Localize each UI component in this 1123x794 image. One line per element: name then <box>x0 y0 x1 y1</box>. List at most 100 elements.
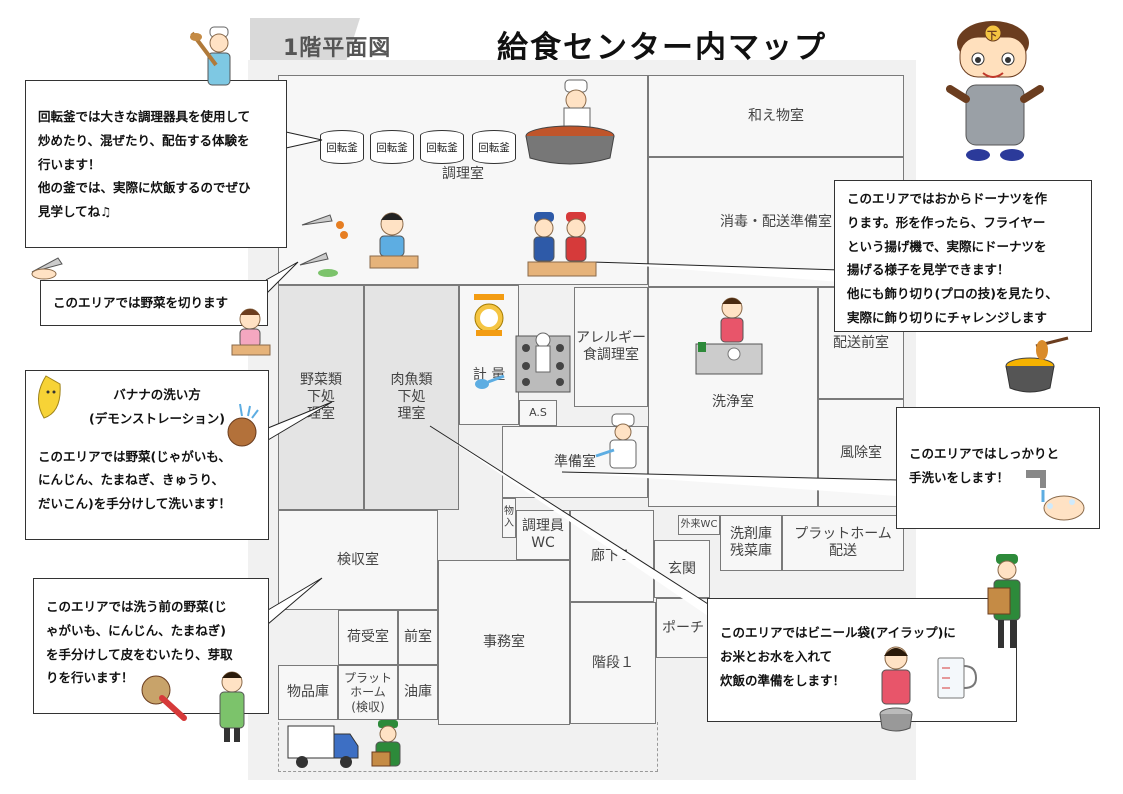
outdoor-area-outline <box>278 722 658 772</box>
room-kaidan-label: 階段１ <box>592 654 634 671</box>
knife-cutting-vegetables-illustration <box>299 214 348 277</box>
room-as-label: A.S <box>529 406 547 420</box>
callout-banana-title-1: バナナの洗い方 <box>113 387 201 402</box>
room-genkan: 玄関 <box>654 540 710 598</box>
rotary-kettle-1: 回転釜 <box>320 130 364 164</box>
room-platform-kenshu-label: プラット ホーム (検収) <box>343 670 392 714</box>
room-buppin-label: 物品庫 <box>287 684 329 701</box>
room-haisozen-label: 配送前室 <box>833 334 889 351</box>
measuring-cup-icon <box>937 657 978 699</box>
callout-kama: 回転釜では大きな調理器具を使用して 炒めたり、混ぜたり、配缶する体験を 行います… <box>25 80 287 248</box>
callout-donut-line-1: このエリアではおからドーナツを作 <box>847 191 1048 206</box>
two-cooks-illustration <box>527 212 597 277</box>
callout-cut-line-1: このエリアでは野菜を切ります <box>53 295 229 310</box>
room-fujo: 風除室 <box>818 399 904 507</box>
callout-wash: バナナの洗い方 (デモンストレーション) このエリアでは野菜(じゃがいも、 にん… <box>25 370 269 540</box>
knife-icon <box>31 257 63 280</box>
room-roka-label: 廊下１ <box>591 547 633 564</box>
room-roka: 廊下１ <box>570 510 654 602</box>
room-yuko-label: 油庫 <box>404 684 432 701</box>
room-genkan-label: 玄関 <box>668 560 696 577</box>
room-yasai-label: 野菜類 下処 理室 <box>300 372 342 422</box>
callout-banana-title-2: (デモンストレーション) <box>89 410 225 426</box>
room-platform-haiso-label: プラットホーム 配送 <box>794 526 892 559</box>
rotary-kettle-3: 回転釜 <box>420 130 464 164</box>
measuring-spoon-icon <box>475 374 505 389</box>
room-kenshu: 検収室 <box>278 510 438 610</box>
callout-rice-line-2: お米とお水を入れて <box>720 648 833 664</box>
room-zenshitsu: 前室 <box>398 610 438 665</box>
callout-donut-line-4: 揚げる様子を見学できます！ <box>847 262 1010 278</box>
water-washing-icon <box>227 403 259 447</box>
callout-peel-line-2: ゃがいも、にんじん、たまねぎ) <box>46 622 226 638</box>
callout-wash-line-3: だいこん)を手分けして洗います！ <box>38 496 231 511</box>
room-zenshitsu-label: 前室 <box>404 629 432 646</box>
room-allergy: アレルギー 食調理室 <box>574 287 648 407</box>
delivery-truck-illustration <box>287 725 359 768</box>
callout-donut-line-6: 実際に飾り切りにチャレンジします <box>847 309 1047 325</box>
room-yasai: 野菜類 下処 理室 <box>278 285 364 510</box>
worker-with-rice-bag-illustration <box>987 554 1021 648</box>
woman-peeling-illustration <box>219 671 245 742</box>
room-gairaiwc: 外来WC <box>678 515 720 535</box>
room-yuko: 油庫 <box>398 665 438 720</box>
floor-label: 1階平面図 <box>283 36 392 61</box>
room-chori-label: 調理室 <box>442 166 484 182</box>
callout-kama-line-1: 回転釜では大きな調理器具を使用して <box>38 109 251 124</box>
room-wae: 和え物室 <box>648 75 904 157</box>
callout-peel-line-3: を手分けして皮をむいたり、芽取 <box>46 646 233 662</box>
room-nijuke-label: 荷受室 <box>347 629 389 646</box>
worker-handwashing-illustration <box>595 413 637 469</box>
room-butsunyu: 物 入 <box>502 498 516 538</box>
callout-handwash-line-1: このエリアではしっかりと <box>909 446 1060 461</box>
girl-with-pot-illustration <box>879 646 913 732</box>
callout-wash-line-1: このエリアでは野菜(じゃがいも、 <box>38 448 231 464</box>
girl-cooking-illustration <box>231 308 271 356</box>
room-kenshu-label: 検収室 <box>337 551 379 568</box>
room-buppin: 物品庫 <box>278 665 338 720</box>
room-jimu-label: 事務室 <box>483 634 525 651</box>
room-platform-kenshu: プラット ホーム (検収) <box>338 665 398 720</box>
rotary-kettle-4: 回転釜 <box>472 130 516 164</box>
room-junbi-label: 準備室 <box>554 453 596 470</box>
callout-donut-line-3: という揚げ機で、実際にドーナツを <box>847 238 1047 254</box>
frying-pot-illustration <box>1005 336 1069 393</box>
room-porch: ポーチ <box>656 598 710 658</box>
room-wae-label: 和え物室 <box>748 107 804 124</box>
washing-station-illustration <box>695 297 763 375</box>
room-choriwc-label: 調理員 WC <box>522 518 564 551</box>
delivery-worker-illustration <box>371 720 401 767</box>
room-senzai-label: 洗剤庫 残菜庫 <box>730 526 772 559</box>
stove-illustration <box>515 332 571 393</box>
cook-stirring-pot-illustration <box>525 79 615 165</box>
callout-donut-line-5: 他にも飾り切り(プロの技)を見たり、 <box>847 286 1058 301</box>
room-nikugyo: 肉魚類 下処 理室 <box>364 285 459 510</box>
mascot-illustration <box>946 21 1044 161</box>
callout-peel-line-4: りを行います！ <box>46 670 134 686</box>
room-platform-haiso: プラットホーム 配送 <box>782 515 904 571</box>
room-senzai: 洗剤庫 残菜庫 <box>720 515 782 571</box>
room-fujo-label: 風除室 <box>840 444 882 461</box>
callout-peel-line-1: このエリアでは洗う前の野菜(じ <box>46 599 227 614</box>
room-butsunyu-label: 物 入 <box>504 506 514 529</box>
boy-cooking-illustration <box>369 212 419 269</box>
room-kaidan: 階段１ <box>570 602 656 724</box>
room-porch-label: ポーチ <box>662 619 704 636</box>
chef-with-paddle-illustration <box>190 26 231 86</box>
rotary-kettle-2: 回転釜 <box>370 130 414 164</box>
scale-icon <box>474 294 504 336</box>
mascot-badge: 下 <box>987 31 997 42</box>
room-senjo-label: 洗浄室 <box>712 393 754 410</box>
callout-donut-line-2: ります。形を作ったら、フライヤー <box>847 214 1046 230</box>
room-choriwc: 調理員 WC <box>516 510 570 560</box>
callout-cut: このエリアでは野菜を切ります <box>40 280 268 326</box>
callout-donut: このエリアではおからドーナツを作 ります。形を作ったら、フライヤー という揚げ機… <box>834 180 1092 332</box>
room-nikugyo-label: 肉魚類 下処 理室 <box>390 372 433 422</box>
room-jimu: 事務室 <box>438 560 570 725</box>
callout-rice: このエリアではビニール袋(アイラップ)に お米とお水を入れて 炊飯の準備をします… <box>707 598 1017 722</box>
room-shodoku-label: 消毒・配送準備室 <box>720 213 832 230</box>
callout-wash-line-2: にんじん、たまねぎ、きゅうり、 <box>38 472 225 488</box>
peeler-tool-icon <box>141 675 187 721</box>
callout-kama-line-2: 炒めたり、混ぜたり、配缶する体験を <box>38 132 250 148</box>
faucet-handwash-icon <box>1026 470 1085 521</box>
